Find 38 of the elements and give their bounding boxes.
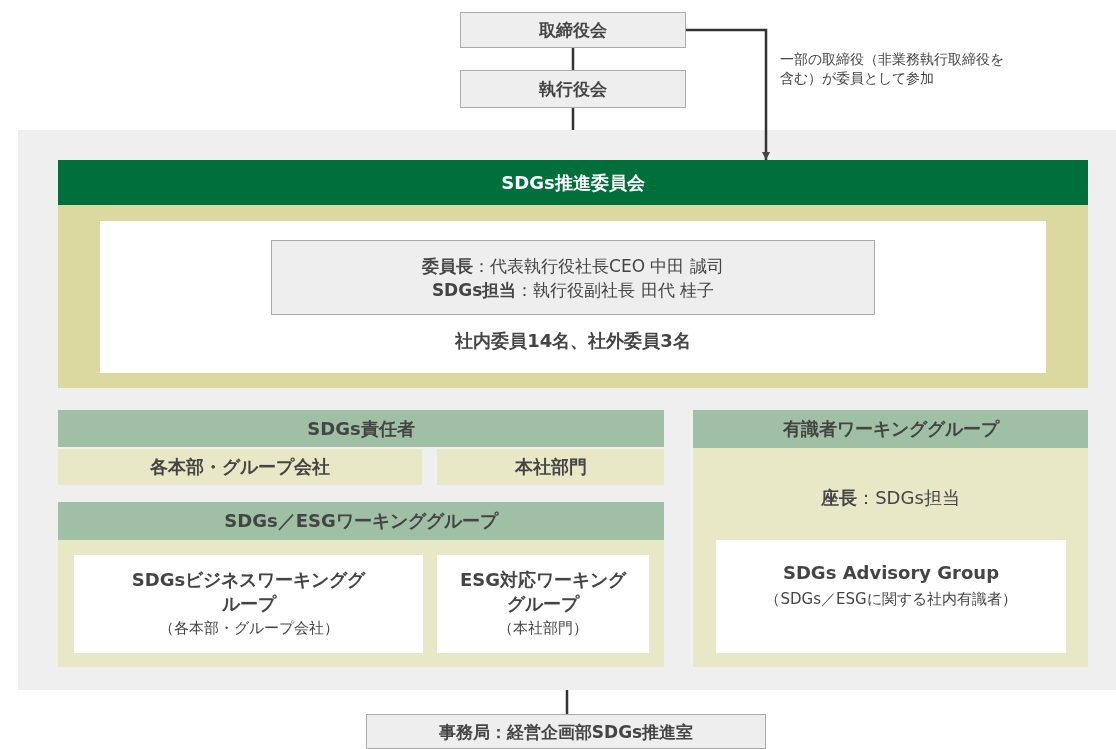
division-band	[58, 449, 422, 485]
box-title: 各本部・グループ会社	[150, 455, 330, 479]
box-label: SDGs担当：執行役副社長 田代 桂子	[431, 278, 715, 302]
advisory-group-box	[716, 540, 1066, 653]
committee-panel	[58, 160, 1088, 388]
connector-line	[571, 48, 575, 70]
member-count-text: 社内委員14名、社外委員3名	[455, 329, 691, 353]
box-subtitle: （本社部門）	[498, 618, 588, 639]
box-label: 事務局：経営企画部SDGs推進室	[438, 720, 694, 744]
organization-panel	[18, 130, 1116, 690]
working-group-box	[437, 555, 649, 653]
chair-box	[271, 240, 875, 315]
connector-line	[565, 690, 569, 714]
board-box	[460, 70, 686, 108]
box-title: SDGs Advisory Group	[782, 560, 1000, 585]
member-panel	[100, 221, 1046, 373]
group-header: SDGs／ESGワーキンググループ	[58, 502, 664, 540]
secretariat-box	[366, 714, 766, 749]
arrow	[686, 28, 770, 160]
division-band	[437, 449, 664, 485]
connector-line	[571, 108, 575, 130]
group-header: SDGs責任者	[58, 410, 664, 447]
box-label: 委員長：代表執行役社長CEO 中田 誠司	[422, 254, 724, 278]
working-group-box	[74, 555, 423, 653]
box-label: 執行役会	[539, 78, 607, 101]
chair-text: 座長：SDGs担当	[821, 486, 960, 510]
expert-group-panel	[693, 410, 1088, 667]
box-title: SDGsビジネスワーキンググループ	[131, 568, 366, 616]
box-subtitle: （SDGs／ESGに関する社内有識者）	[765, 588, 1017, 610]
box-title: 本社部門	[514, 455, 587, 479]
officer-panel	[58, 410, 664, 485]
group-header: 有識者ワーキンググループ	[693, 410, 1088, 448]
box-label: 取締役会	[539, 19, 607, 42]
working-group-panel	[58, 502, 664, 667]
committee-header: SDGs推進委員会	[58, 160, 1088, 205]
box-title: ESG対応ワーキンググループ	[458, 568, 628, 616]
board-box	[460, 12, 686, 48]
box-subtitle: （各本部・グループ会社）	[158, 618, 339, 639]
